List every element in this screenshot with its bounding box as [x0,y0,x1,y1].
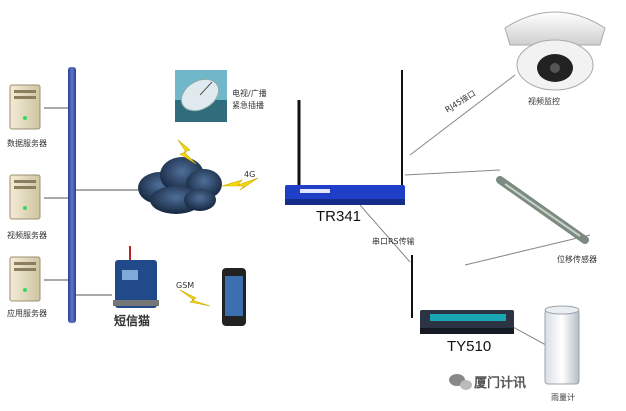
network-backbone [68,67,76,323]
rain-gauge-icon [544,305,580,385]
link-label-4g: 4G [244,170,256,179]
camera-label: 视频监控 [528,97,560,106]
displacement-sensor-label: 位移传感器 [557,255,597,264]
satellite-dish-icon [175,70,227,122]
sms-cat-label: 短信猫 [114,314,151,328]
smartphone-icon [222,268,246,326]
sms-cat-device-icon [113,246,159,308]
satellite-label-line2: 紧急插播 [232,101,264,110]
server-connectors [44,107,138,296]
wireless-bolts [177,139,259,307]
wechat-logo-icon [449,374,472,390]
dome-camera-icon [504,11,606,91]
data-server-icon [9,84,41,130]
data-server-label: 数据服务器 [7,139,47,148]
router-tr341-label: TR341 [316,208,362,225]
displacement-sensor-icon [496,176,589,244]
satellite-label-line1: 电视/广播 [232,89,267,98]
video-server-label: 视频服务器 [7,231,47,240]
video-server-icon [9,174,41,220]
watermark-text: 厦门计讯 [474,376,527,391]
modem-ty510-icon [411,255,514,334]
router-tr341-icon [285,70,405,205]
app-server-label: 应用服务器 [7,309,47,318]
internet-cloud-icon [138,157,222,214]
link-label-gsm: GSM [176,281,195,290]
rain-gauge-label: 雨量计 [551,393,575,402]
link-label-serial: 串口RS传输 [372,237,415,246]
app-server-icon [9,256,41,302]
modem-ty510-label: TY510 [447,338,492,355]
